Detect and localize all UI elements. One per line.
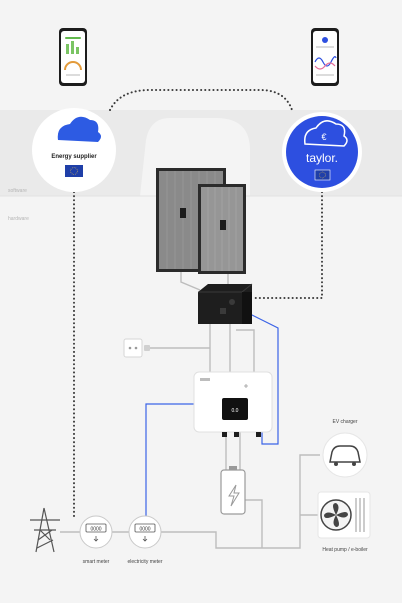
eu-flag-icon <box>65 165 83 177</box>
supplier-phone <box>59 28 87 86</box>
cloud-icon <box>57 116 101 142</box>
supplier-to-taylor-link <box>109 89 293 111</box>
taylor-eu-flag-icon <box>314 169 331 181</box>
power-pylon-icon <box>30 507 60 553</box>
cloud-euro-icon <box>303 120 348 147</box>
svg-text:0.0: 0.0 <box>232 408 239 414</box>
heat-pump-node: Heat pump / e-boiler <box>317 491 371 553</box>
blue-cables <box>145 311 279 520</box>
software-label: software <box>8 188 27 194</box>
taylor-to-battery-link <box>253 191 323 299</box>
taylor-node: € taylor. <box>282 112 362 192</box>
smart-meter: 0000 smart meter <box>79 515 113 565</box>
svg-text:€: € <box>321 132 326 142</box>
taylor-phone <box>311 28 339 86</box>
smart-meter-label: smart meter <box>83 559 110 565</box>
electricity-meter-label: electricity meter <box>127 559 162 565</box>
heat-pump-label: Heat pump / e-boiler <box>322 547 368 553</box>
taylor-label: taylor. <box>306 151 338 165</box>
electricity-meter-reading: 0000 <box>139 527 150 533</box>
data-links <box>73 89 323 521</box>
wall-socket-icon <box>123 338 150 358</box>
ev-charger-node: EV charger <box>322 419 368 478</box>
battery-box <box>198 283 253 324</box>
car-icon <box>329 445 361 463</box>
energy-supplier-label: Energy supplier <box>51 154 97 160</box>
fan-icon <box>324 503 348 527</box>
inverter: 0.0 <box>193 371 273 437</box>
hardware-label: hardware <box>8 216 29 222</box>
ev-charger-label: EV charger <box>332 419 357 425</box>
battery-icon <box>220 466 246 515</box>
power-cables <box>60 270 320 549</box>
smart-meter-reading: 0000 <box>90 527 101 533</box>
electricity-meter: 0000 electricity meter <box>127 515 163 565</box>
solar-panel-front <box>198 184 246 274</box>
energy-supplier-node: Energy supplier <box>32 108 116 192</box>
